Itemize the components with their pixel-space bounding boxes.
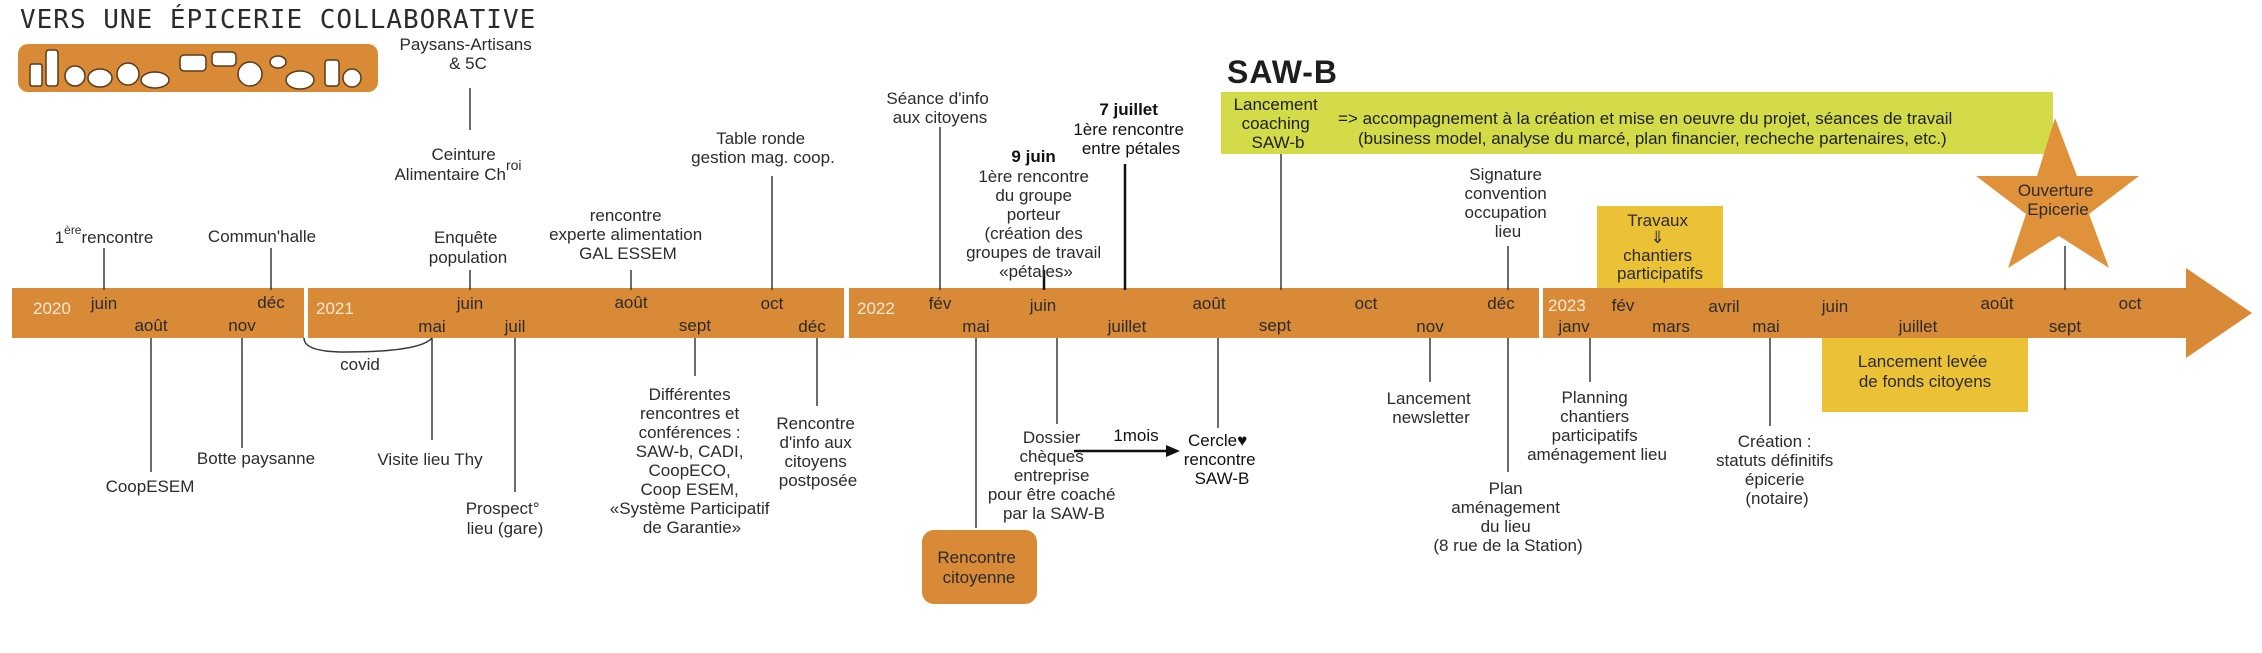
- month-label: janv: [1557, 317, 1590, 336]
- event-creation-statuts: Création : statuts définitifs épicerie (…: [1716, 432, 1838, 508]
- month-label: mai: [1752, 317, 1779, 336]
- month-label: mai: [962, 317, 989, 336]
- month-label: avril: [1708, 297, 1739, 316]
- month-label: mars: [1652, 317, 1690, 336]
- month-label: août: [1192, 294, 1225, 313]
- heart-icon: ♥: [1237, 431, 1247, 450]
- event-planning-chantiers: Planning chantiers participatifs aménage…: [1527, 388, 1667, 464]
- event-covid: covid: [340, 355, 380, 374]
- event-table-ronde: Table ronde gestion mag. coop.: [691, 129, 835, 167]
- header-illustration: [18, 44, 378, 92]
- bold-connectors: [1042, 164, 1166, 453]
- rencontre-citoyenne-box: [922, 530, 1037, 604]
- year-2023: 2023: [1548, 296, 1586, 315]
- arrow-head: [1166, 445, 1180, 457]
- month-label: juin: [1821, 297, 1848, 316]
- year-2022: 2022: [857, 299, 895, 318]
- month-label: nov: [1416, 317, 1444, 336]
- covid-brace: [303, 337, 433, 353]
- month-label: sept: [1259, 316, 1291, 335]
- event-lancement-newsletter: Lancement newsletter: [1387, 389, 1476, 427]
- coaching-banner: [1221, 92, 2053, 154]
- bar-2020: [12, 288, 304, 338]
- page-title: VERS UNE ÉPICERIE COLLABORATIVE: [20, 3, 536, 35]
- bar-2023-arrow: [1543, 268, 2252, 358]
- event-ouverture: Ouverture Epicerie: [2018, 181, 2098, 219]
- month-label: fév: [1612, 296, 1635, 315]
- event-lancement-coaching: Lancement coaching SAW-b: [1234, 95, 1323, 152]
- month-label: déc: [798, 317, 826, 336]
- event-coopesem: CoopESEM: [106, 477, 195, 496]
- event-rencontre-citoyenne: Rencontre citoyenne: [937, 548, 1020, 587]
- month-labels: juin août nov déc mai juin juil août sep…: [90, 293, 2142, 336]
- month-label: août: [134, 316, 167, 335]
- travaux-box: [1597, 206, 1723, 288]
- event-levee-fonds: Lancement levée de fonds citoyens: [1858, 352, 1992, 391]
- month-label: sept: [2049, 317, 2081, 336]
- event-duration: 1mois: [1113, 426, 1158, 445]
- month-label: juil: [504, 317, 526, 336]
- event-first-meeting: 1èrerencontre: [55, 223, 154, 247]
- year-2021: 2021: [316, 299, 354, 318]
- month-label: déc: [257, 293, 285, 312]
- month-label: nov: [228, 316, 256, 335]
- month-label: juin: [90, 294, 117, 313]
- event-prospect-lieu: Prospect° lieu (gare): [466, 499, 545, 538]
- month-label: juin: [1029, 296, 1056, 315]
- month-label: oct: [761, 294, 784, 313]
- month-label: oct: [1355, 294, 1378, 313]
- month-label: août: [614, 293, 647, 312]
- event-groupe-porteur: 9 juin 1ère rencontre du groupe porteur …: [966, 147, 1106, 281]
- event-enquete-population: Enquête population: [429, 228, 507, 267]
- event-differentes-rencontres: Différentes rencontres et conférences : …: [610, 385, 774, 537]
- bar-2021: [308, 288, 844, 338]
- event-rencontre-petales: 7 juillet 1ère rencontre entre pétales: [1073, 100, 1188, 158]
- month-label: juin: [456, 294, 483, 313]
- event-paysans-artisans: Paysans-Artisans & 5C: [399, 35, 536, 73]
- month-label: mai: [418, 317, 445, 336]
- month-label: fév: [929, 294, 952, 313]
- bar-2022: [849, 288, 1539, 338]
- event-plan-amenagement: Plan aménagement du lieu (8 rue de la St…: [1433, 479, 1582, 555]
- event-rencontre-info-postposee: Rencontre d'info aux citoyens postposée: [776, 414, 859, 490]
- event-visite-lieu-thy: Visite lieu Thy: [377, 450, 483, 469]
- year-2020: 2020: [33, 299, 71, 318]
- month-label: oct: [2119, 294, 2142, 313]
- event-seance-info: Séance d'info aux citoyens: [886, 89, 993, 127]
- arrow-down-icon: ⇓: [1651, 228, 1665, 247]
- event-cercle: Cercle♥ rencontre SAW-B: [1184, 431, 1261, 488]
- sawb-logo: SAW-B: [1227, 54, 1338, 90]
- month-label: août: [1980, 294, 2013, 313]
- event-botte-paysanne: Botte paysanne: [197, 449, 315, 468]
- timeline-bars: [12, 268, 2252, 358]
- event-accompagnement: => accompagnement à la création et mise …: [1338, 109, 1957, 148]
- connector-lines: [103, 88, 2066, 528]
- event-ceinture-alimentaire: Ceinture Alimentaire Chroi: [394, 145, 521, 184]
- levee-fonds-box: [1822, 338, 2028, 412]
- event-dossier-cheques: Dossier chèques entreprise pour être coa…: [988, 428, 1120, 523]
- event-travaux: Travaux ⇓ chantiers participatifs: [1617, 211, 1703, 283]
- event-rencontre-experte: rencontre experte alimentation GAL ESSEM: [549, 206, 707, 263]
- month-label: sept: [679, 316, 711, 335]
- event-communhalle: Commun'halle: [208, 227, 316, 246]
- month-label: juillet: [1898, 317, 1938, 336]
- star-icon: [1976, 118, 2139, 268]
- event-signature-convention: Signature convention occupation lieu: [1465, 165, 1552, 241]
- month-label: juillet: [1107, 317, 1147, 336]
- month-label: déc: [1487, 294, 1515, 313]
